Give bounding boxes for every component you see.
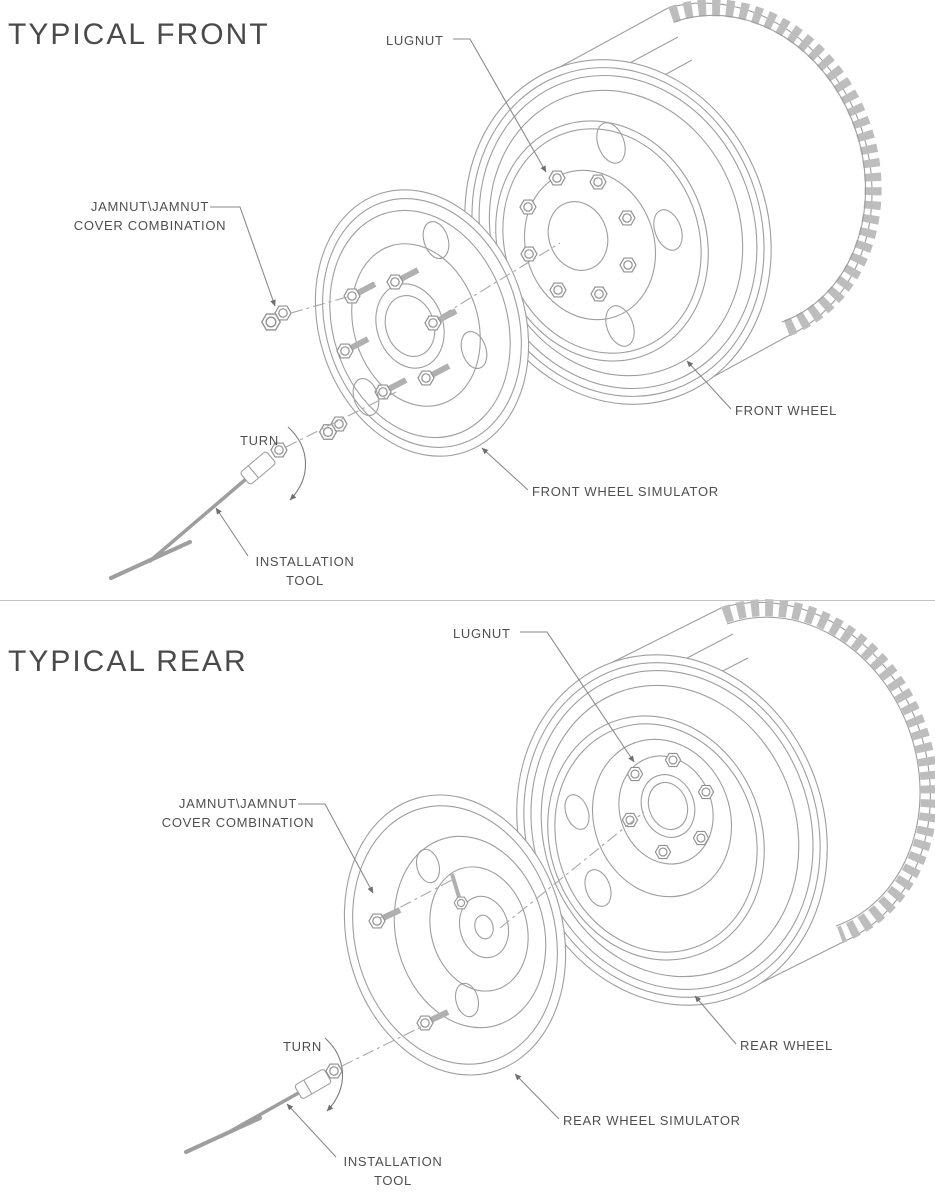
turn-label-front: TURN: [240, 433, 279, 448]
leader-lugnut-rear: [520, 631, 635, 763]
installation-tool-label-front: INSTALLATION TOOL: [250, 553, 360, 591]
rear-simulator-label: REAR WHEEL SIMULATOR: [563, 1113, 741, 1128]
centerlines-front: [285, 242, 561, 448]
rear-wheel-label: REAR WHEEL: [740, 1038, 833, 1053]
installation-tool-label-front-line2: TOOL: [286, 572, 324, 588]
jamnut-label-rear-line2: COVER COMBINATION: [161, 814, 315, 830]
leader-lines-rear: [286, 631, 737, 1158]
installation-tool-rear: [184, 1037, 344, 1154]
jamnut-label-front: JAMNUT\JAMNUT COVER COMBINATION: [70, 198, 230, 236]
jamnut-label-front-line2: COVER COMBINATION: [73, 217, 227, 233]
installation-tool-label-rear: INSTALLATION TOOL: [338, 1153, 448, 1191]
turn-arrow-front: [287, 426, 307, 501]
front-wheel: [464, 0, 882, 405]
rear-wheel-simulator: [343, 794, 567, 1076]
leader-front-wheel: [686, 360, 732, 410]
installation-tool-label-rear-line2: TOOL: [374, 1172, 412, 1188]
leader-front-simulator: [481, 447, 529, 491]
turn-label-rear: TURN: [283, 1039, 322, 1054]
leader-tool-front: [215, 507, 249, 557]
front-wheel-label: FRONT WHEEL: [735, 403, 838, 418]
jamnut-label-rear: JAMNUT\JAMNUT COVER COMBINATION: [158, 795, 318, 833]
leader-lines-front: [210, 38, 732, 557]
leader-jamnut-rear: [298, 803, 374, 894]
lugnut-label-front: LUGNUT: [386, 33, 444, 48]
front-wheel-simulator: [314, 189, 530, 457]
centerlines-rear: [341, 811, 645, 1067]
rear-wheel: [516, 599, 935, 1006]
jamnut-label-front-line1: JAMNUT\JAMNUT: [90, 199, 210, 214]
jamnut-label-rear-line1: JAMNUT\JAMNUT: [178, 796, 298, 811]
installation-tool-label-rear-line1: INSTALLATION: [343, 1154, 443, 1169]
leader-rear-simulator: [514, 1073, 560, 1120]
section-divider: [0, 600, 935, 601]
installation-tool-front: [109, 426, 307, 580]
front-simulator-label: FRONT WHEEL SIMULATOR: [532, 484, 719, 499]
simulator-studs-rear: [379, 907, 450, 1024]
lugnut-label-rear: LUGNUT: [453, 626, 511, 641]
leader-rear-wheel: [694, 995, 737, 1045]
leader-lugnut-front: [453, 38, 547, 173]
turn-arrow-rear: [324, 1037, 344, 1112]
jamnut-front-secondary: [318, 416, 348, 440]
jamnut-cover-front: [261, 305, 292, 331]
installation-tool-label-front-line1: INSTALLATION: [255, 554, 355, 569]
leader-jamnut-front: [210, 206, 276, 307]
rear-section-title: TYPICAL REAR: [8, 645, 248, 678]
leader-tool-rear: [286, 1103, 337, 1158]
front-section-title: TYPICAL FRONT: [8, 18, 270, 51]
simulator-studs-front: [347, 267, 458, 393]
